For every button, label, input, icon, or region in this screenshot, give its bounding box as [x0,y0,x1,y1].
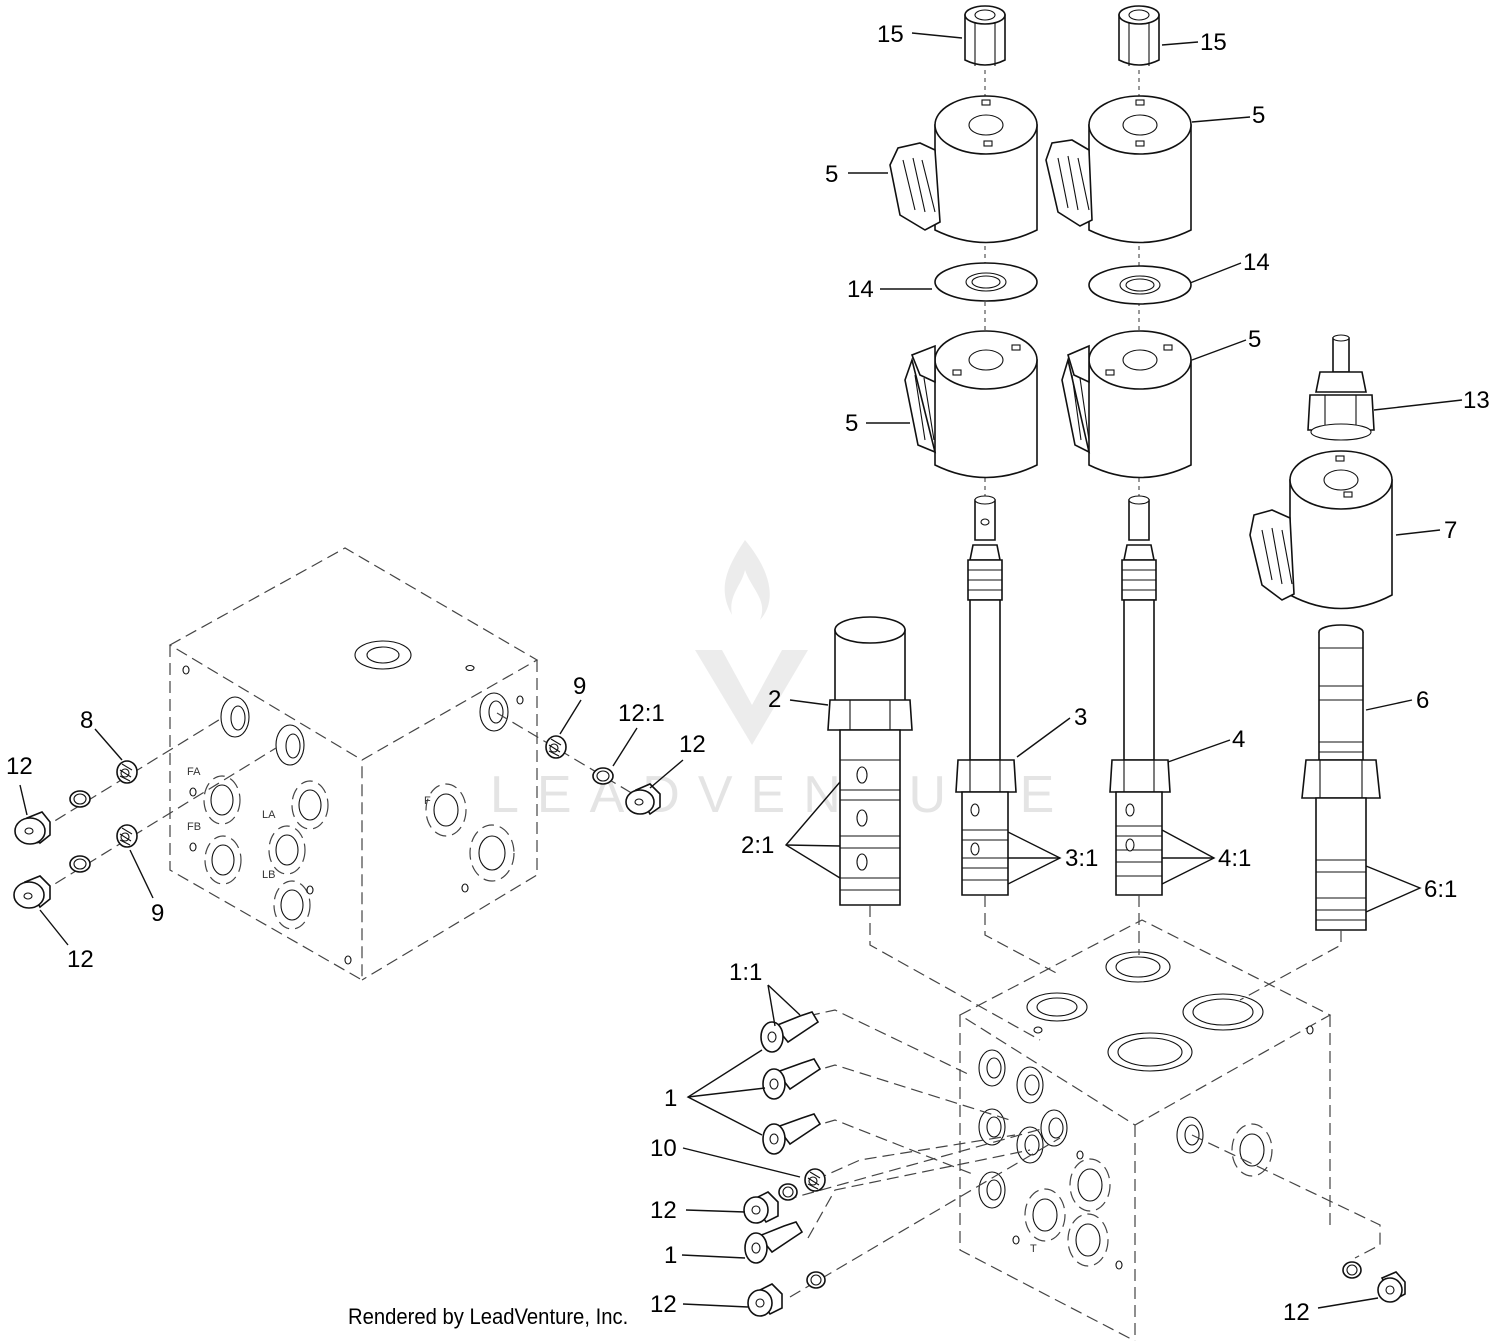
callout-1-group: 1 [664,1085,677,1112]
callout-14-left: 14 [847,276,874,303]
callout-2: 2 [768,686,781,713]
callout-9-right: 9 [573,673,586,700]
adjuster-13 [1307,334,1375,441]
callout-15-left: 15 [877,21,904,48]
plug-1-d [744,1221,804,1264]
plug-12-left-lower [13,875,51,909]
orifice-9-right [545,735,567,759]
callout-12-left-upper: 12 [6,753,33,780]
nut-15-left [964,5,1006,66]
coil-5-upper-right [1045,95,1192,244]
callout-12-left-right: 12 [679,731,706,758]
render-credit: Rendered by LeadVenture, Inc. [348,1304,629,1329]
orifice-10 [804,1168,826,1192]
callout-1-1: 1:1 [729,959,762,986]
watermark-logo-icon [695,540,808,745]
callout-4: 4 [1232,726,1245,753]
port-label-fa: FA [187,766,201,778]
proportional-valve [1249,334,1393,931]
washer-14-right [1088,265,1192,305]
callout-12-main-a: 12 [650,1197,677,1224]
callout-1-lower: 1 [664,1242,677,1269]
callout-3-1: 3:1 [1065,845,1098,872]
callout-12-main-b: 12 [650,1291,677,1318]
callout-2-1: 2:1 [741,832,774,859]
assembly-lines [784,895,1381,1298]
orifice-8 [116,760,138,784]
cartridge-3 [955,495,1017,896]
callout-13: 13 [1463,387,1490,414]
solenoid-stack-2 [1045,5,1192,896]
callout-5-lower-left: 5 [845,410,858,437]
callout-14-right: 14 [1243,249,1270,276]
plug-1-b [762,1058,822,1100]
coil-5-lower-left [904,330,1038,479]
callout-4-1: 4:1 [1218,845,1251,872]
orifice-9-left [116,824,138,848]
port-label-f: F [424,795,431,807]
plug-12-left-right [625,783,661,816]
callout-5-upper-left: 5 [825,161,838,188]
plug-12-left-upper [14,811,51,845]
cartridge-4 [1109,495,1171,896]
callout-12-main-c: 12 [1283,1299,1310,1326]
plug-12-main-a [743,1191,779,1224]
left-small-parts [13,712,661,909]
coil-5-lower-right [1061,330,1192,479]
callout-8: 8 [80,707,93,734]
port-label-fb: FB [187,821,201,833]
callout-6-1: 6:1 [1424,876,1457,903]
port-label-t: T [1030,1243,1037,1255]
washer-14-left [934,262,1038,302]
relief-valve-2 [827,616,913,906]
solenoid-stack-1 [889,5,1038,896]
callout-6: 6 [1416,687,1429,714]
main-manifold-block: T [958,919,1332,1341]
callouts: 15 15 5 5 14 14 5 5 13 7 2 3 4 6 2:1 3:1… [6,21,1490,1326]
coil-7 [1249,450,1393,610]
callout-10: 10 [650,1135,677,1162]
callout-5-lower-right: 5 [1248,326,1261,353]
main-block-small-parts [743,1011,1406,1317]
callout-5-upper-right: 5 [1252,102,1265,129]
plug-12-main-c [1377,1271,1406,1303]
callout-9-left: 9 [151,900,164,927]
plug-1-c [762,1113,822,1155]
callout-12-1: 12:1 [618,700,665,727]
leader-lines [19,32,1463,1309]
nut-15-right [1118,5,1160,66]
callout-12-left-lower: 12 [67,946,94,973]
plug-12-main-b [747,1283,783,1317]
callout-3: 3 [1074,704,1087,731]
port-label-lb: LB [262,869,275,881]
plug-1-a [760,1011,820,1053]
cartridge-6 [1301,624,1381,931]
left-manifold-block: FA FB LA LB F [168,547,539,982]
callout-7: 7 [1444,517,1457,544]
port-label-la: LA [262,809,276,821]
callout-15-right: 15 [1200,29,1227,56]
coil-5-upper-left [889,95,1038,244]
